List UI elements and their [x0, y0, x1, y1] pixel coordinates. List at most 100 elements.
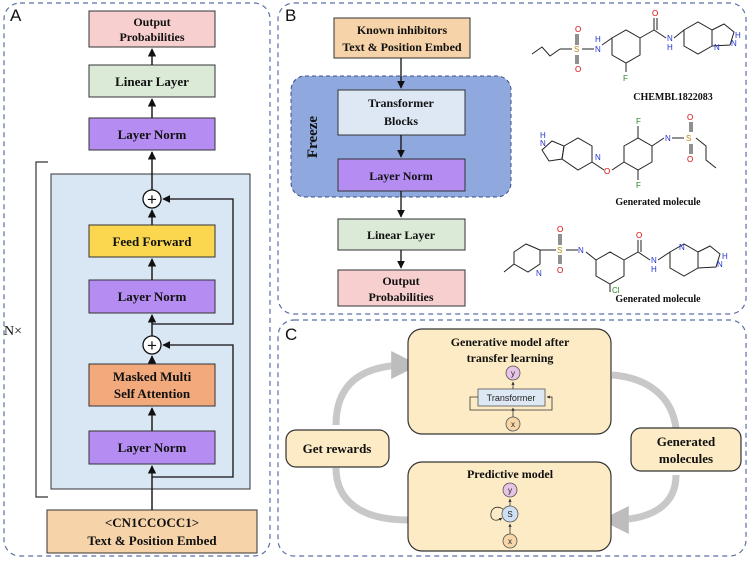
mol1-atom-4: N — [595, 45, 601, 54]
mol1-atom-3: O — [575, 65, 581, 74]
generated-molecules-box — [630, 427, 742, 472]
molecule-3-atoms: O S O N N O N H Cl N N H — [536, 225, 728, 295]
freeze-layer-norm-box — [337, 158, 466, 192]
residual-connection-2 — [152, 195, 234, 325]
attention-line-2: Self Attention — [114, 386, 191, 401]
gen-transformer-node — [477, 388, 546, 407]
mol1-label: CHEMBL1822083 — [633, 92, 712, 103]
mol2-atom-10: O — [687, 155, 693, 164]
mol1-atom-1: O — [575, 25, 581, 34]
feed-forward-label: Feed Forward — [112, 234, 192, 249]
panel-a-border — [3, 2, 271, 557]
mol2-atom-5: F — [636, 117, 641, 126]
panel-b: B Known inhibitors Text & Position Embed… — [277, 2, 747, 315]
repeat-bracket — [35, 161, 48, 498]
b-output-line-1: Output — [382, 274, 419, 288]
generative-line-2: transfer learning — [467, 351, 554, 365]
mol2-atom-9: O — [687, 113, 693, 122]
mol1-atom-2: S — [574, 45, 579, 54]
mol2-label: Generated molecule — [615, 197, 701, 208]
molecule-1-atoms: O S O N H O N H F N N H — [574, 9, 741, 83]
transformer-blocks-box — [337, 89, 466, 136]
output-probabilities-box — [88, 10, 216, 48]
get-rewards-label: Get rewards — [303, 441, 372, 456]
pred-y-label: y — [508, 486, 512, 495]
mol3-atom-10: N — [679, 243, 685, 252]
gen-transformer-label: Transformer — [487, 393, 536, 403]
layer-norm-mid-box — [88, 279, 216, 314]
b-linear-layer-box — [337, 218, 466, 251]
freeze-layer-norm-label: Layer Norm — [369, 169, 432, 183]
feed-forward-box — [88, 224, 216, 258]
linear-layer-label: Linear Layer — [115, 74, 189, 89]
mol1-atom-6: O — [652, 9, 658, 18]
residual-connection-1 — [152, 341, 234, 478]
panel-b-letter: B — [285, 6, 296, 25]
input-embed-box — [46, 509, 258, 554]
panel-c-border — [277, 319, 747, 557]
mol3-atom-5: N — [536, 269, 542, 278]
mol2-atom-6: F — [636, 181, 641, 190]
masked-attention-box — [88, 363, 216, 407]
mol2-atom-1: H — [540, 131, 546, 140]
mol2-atom-3: N — [595, 153, 601, 162]
layer-norm-bottom-box — [88, 430, 216, 465]
layer-norm-top-label: Layer Norm — [118, 127, 187, 142]
repeat-label: N× — [4, 324, 22, 339]
add-symbol-bottom: + — [147, 336, 157, 355]
mol3-atom-2: S — [557, 246, 562, 255]
mol3-atom-9: Cl — [612, 286, 620, 295]
panel-a-letter: A — [10, 6, 22, 25]
known-inhibitors-box — [333, 17, 471, 59]
input-embed-text: Text & Position Embed — [87, 533, 217, 548]
generative-line-1: Generative model after — [451, 335, 570, 349]
output-line-2: Probabilities — [119, 30, 184, 44]
mol3-label: Generated molecule — [615, 294, 701, 305]
panel-b-border — [277, 2, 747, 315]
cycle-arrow-bottom-left — [332, 467, 409, 524]
mol2-atom-4: O — [604, 167, 610, 176]
mol2-atom-7: N — [665, 134, 671, 143]
known-inhibitors-line-2: Text & Position Embed — [342, 40, 462, 54]
mol3-atom-4: N — [578, 246, 584, 255]
mol1-atom-12: H — [735, 31, 741, 40]
known-inhibitors-line-1: Known inhibitors — [357, 23, 448, 37]
mol1-atom-5: H — [595, 35, 601, 44]
mol2-atom-8: S — [686, 134, 691, 143]
mol2-atom-2: N — [540, 139, 546, 148]
mol1-atom-7: N — [667, 34, 673, 43]
cycle-arrow-top-right — [611, 371, 680, 429]
pred-self-loop — [490, 506, 504, 521]
attention-line-1: Masked Multi — [113, 369, 192, 384]
pred-s-label: S — [507, 510, 512, 519]
layer-norm-top-box — [88, 117, 216, 151]
gen-recurrent-loop — [469, 395, 553, 411]
mol3-atom-6: O — [636, 231, 642, 240]
cycle-arrow-top-left — [332, 351, 420, 426]
predictive-label: Predictive model — [467, 467, 554, 481]
mol3-atom-8: H — [651, 265, 657, 274]
generated-line-2: molecules — [659, 451, 713, 466]
b-output-box — [337, 269, 466, 307]
layer-norm-mid-label: Layer Norm — [118, 289, 187, 304]
mol3-atom-1: O — [557, 225, 563, 234]
mol1-atom-11: N — [731, 39, 737, 48]
pred-x-label: x — [508, 537, 512, 546]
molecule-1-structure — [531, 18, 735, 72]
b-output-line-2: Probabilities — [368, 290, 433, 304]
molecule-2-atoms: H N N O F F N S O O — [540, 113, 693, 190]
input-token-text: <CN1CCOCC1> — [105, 515, 199, 530]
mol1-atom-9: F — [623, 74, 628, 83]
mol1-atom-10: N — [714, 43, 720, 52]
pred-y-node — [502, 482, 518, 498]
output-line-1: Output — [133, 15, 170, 29]
transformer-blocks-line-1: Transformer — [368, 96, 434, 110]
mol3-atom-11: N — [717, 260, 723, 269]
mol3-atom-12: H — [722, 252, 728, 261]
cycle-arrow-bottom-right — [600, 474, 680, 534]
add-symbol-top: + — [147, 190, 157, 209]
mol1-atom-8: H — [667, 43, 673, 52]
generated-line-1: Generated — [657, 434, 716, 449]
generative-model-box — [407, 328, 612, 435]
